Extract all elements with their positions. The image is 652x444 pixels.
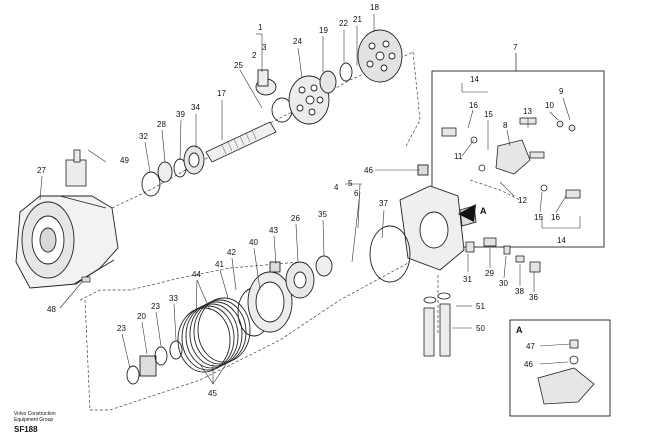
callout-41: 41 <box>215 260 224 269</box>
callout-14: 14 <box>470 75 479 84</box>
callout-11: 11 <box>454 152 463 161</box>
bolt-48 <box>81 276 91 283</box>
footer-company: Volvo Construction Equipment Group <box>14 411 56 423</box>
callout-34: 34 <box>191 103 200 112</box>
detail-view-a-frame <box>509 319 611 417</box>
callout-27: 27 <box>37 166 46 175</box>
callout-28: 28 <box>157 120 166 129</box>
callout-13: 13 <box>523 107 532 116</box>
callout-14b: 14 <box>557 236 566 245</box>
callout-37: 37 <box>379 199 388 208</box>
callout-49: 49 <box>120 156 129 165</box>
lower-disc-stack <box>126 255 333 385</box>
footer-company-line1: Volvo Construction <box>14 411 56 417</box>
callout-23: 23 <box>151 302 160 311</box>
callout-15b: 15 <box>534 213 543 222</box>
callout-38: 38 <box>515 287 524 296</box>
callout-30: 30 <box>499 279 508 288</box>
callout-40: 40 <box>249 238 258 247</box>
spools <box>423 292 451 357</box>
callout-17: 17 <box>217 89 226 98</box>
callout-labels: 1 2 3 18 21 22 19 24 25 17 34 39 28 32 4… <box>37 3 566 398</box>
callout-1: 1 <box>258 23 263 32</box>
output-shaft <box>205 121 277 163</box>
callout-16: 16 <box>469 101 478 110</box>
callout-39: 39 <box>176 110 185 119</box>
callout-9: 9 <box>559 87 564 96</box>
callout-45: 45 <box>208 389 217 398</box>
callout-7: 7 <box>513 43 518 52</box>
callout-50: 50 <box>476 324 485 333</box>
callout-42: 42 <box>227 248 236 257</box>
fittings-right <box>465 237 541 273</box>
leader-lines <box>39 14 581 385</box>
callout-19: 19 <box>319 26 328 35</box>
callout-51: 51 <box>476 302 485 311</box>
callout-3: 3 <box>262 43 267 52</box>
callout-24: 24 <box>293 37 302 46</box>
callout-25: 25 <box>234 61 243 70</box>
callout-33: 33 <box>169 294 178 303</box>
callout-46b: 46 <box>524 360 533 369</box>
footer-company-line2: Equipment Group <box>14 417 54 423</box>
footer-code: SF188 <box>14 425 38 434</box>
motor-housing <box>15 195 119 289</box>
callout-29: 29 <box>485 269 494 278</box>
callout-20: 20 <box>137 312 146 321</box>
callout-46: 46 <box>364 166 373 175</box>
callout-32: 32 <box>139 132 148 141</box>
callout-15: 15 <box>484 110 493 119</box>
valve-detail-frame <box>431 70 605 248</box>
callout-22: 22 <box>339 19 348 28</box>
callout-47: 47 <box>526 342 535 351</box>
section-arrow-a <box>458 204 476 222</box>
rear-cover <box>369 164 477 283</box>
callout-2: 2 <box>252 51 257 60</box>
detail-a-parts <box>537 339 595 405</box>
callout-43: 43 <box>269 226 278 235</box>
upper-ring-row <box>141 29 403 197</box>
valve-detail-parts <box>441 117 581 199</box>
section-arrow-label: A <box>480 206 487 216</box>
callout-23b: 23 <box>117 324 126 333</box>
callout-31: 31 <box>463 275 472 284</box>
callout-8: 8 <box>503 121 508 130</box>
bracket-49 <box>65 149 87 187</box>
callout-5: 5 <box>348 179 353 188</box>
callout-12: 12 <box>518 196 527 205</box>
callout-6: 6 <box>354 189 359 198</box>
callout-21: 21 <box>353 15 362 24</box>
callout-35: 35 <box>318 210 327 219</box>
callout-48: 48 <box>47 305 56 314</box>
callout-16b: 16 <box>551 213 560 222</box>
callout-36: 36 <box>529 293 538 302</box>
callout-44: 44 <box>192 270 201 279</box>
callout-10: 10 <box>545 101 554 110</box>
callout-26: 26 <box>291 214 300 223</box>
callout-18: 18 <box>370 3 379 12</box>
detail-view-label: A <box>516 325 523 335</box>
callout-4: 4 <box>334 183 339 192</box>
